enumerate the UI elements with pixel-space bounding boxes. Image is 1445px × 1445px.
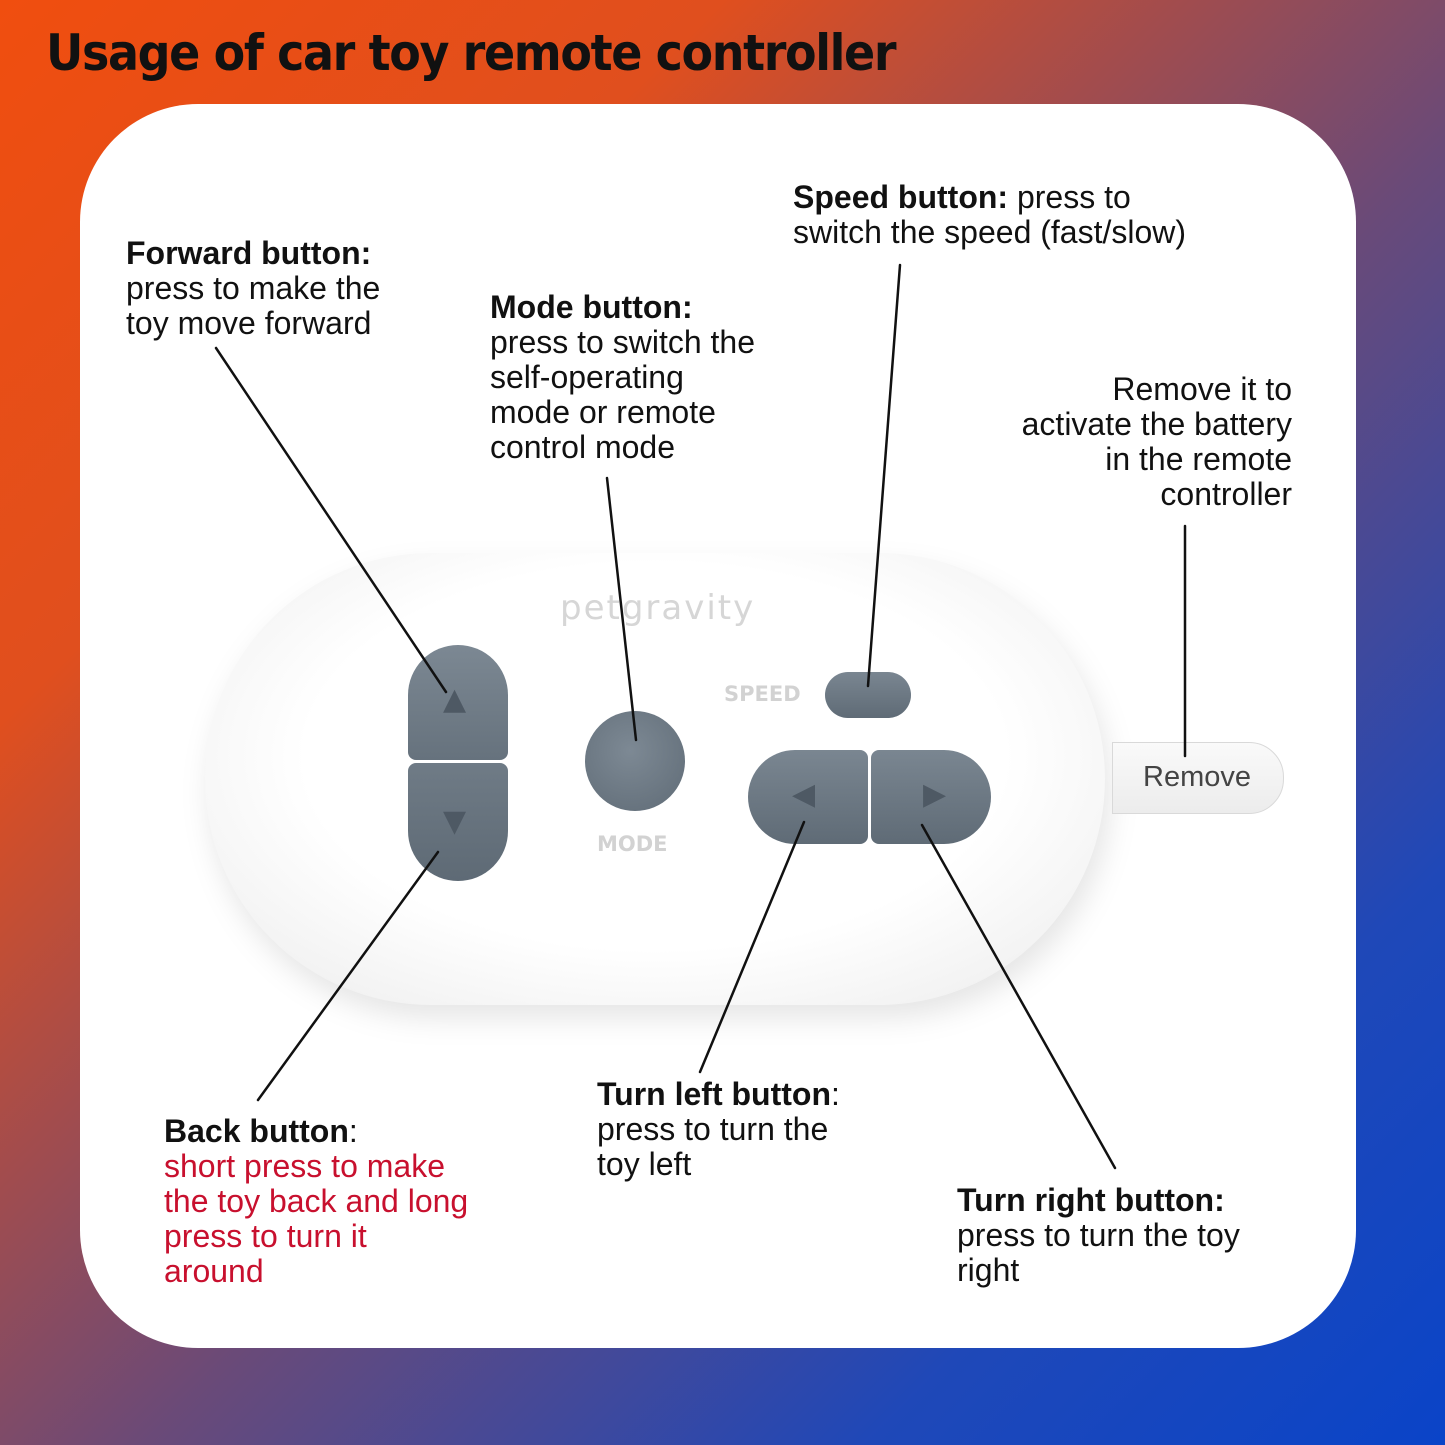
remove-tab[interactable] — [1112, 742, 1284, 814]
mode-leader-line — [605, 476, 638, 742]
turn-right-leader-line — [920, 823, 1117, 1170]
mode-callout-title: Mode button: — [490, 289, 693, 325]
mode-label: MODE — [597, 832, 668, 856]
turn-left-callout: Turn left button: press to turn the toy … — [597, 1077, 840, 1182]
remove-callout-line: activate the battery — [1021, 406, 1292, 442]
brand-logo: petgravity — [560, 588, 756, 628]
remove-callout-line: in the remote — [1105, 441, 1292, 477]
forward-callout-title: Forward button: — [126, 235, 372, 271]
page-title: Usage of car toy remote controller — [46, 24, 897, 82]
remove-callout-line: Remove it to — [1112, 371, 1292, 407]
triangle-right-icon: ▶ — [923, 777, 947, 812]
turn-right-callout: Turn right button: press to turn the toy… — [957, 1183, 1240, 1288]
turn-left-callout-line: press to turn the — [597, 1111, 829, 1147]
back-callout-title: Back button — [164, 1113, 349, 1149]
forward-leader-line — [214, 346, 448, 694]
triangle-down-icon: ▼ — [443, 804, 467, 839]
turn-right-callout-line: right — [957, 1252, 1020, 1288]
turn-left-leader-line — [698, 820, 806, 1074]
back-callout-line: press to turn it — [164, 1218, 367, 1254]
triangle-left-icon: ◀ — [792, 777, 816, 812]
speed-callout-title: Speed button: — [793, 179, 1009, 215]
mode-callout-line: press to switch the — [490, 324, 755, 360]
mode-callout: Mode button: press to switch the self-op… — [490, 290, 755, 465]
speed-label: SPEED — [724, 682, 801, 706]
turn-left-callout-line: toy left — [597, 1146, 692, 1182]
forward-callout-line: press to make the — [126, 270, 381, 306]
speed-callout-line: switch the speed (fast/slow) — [793, 214, 1187, 250]
forward-callout-line: toy move forward — [126, 305, 372, 341]
forward-button[interactable]: ▲ — [408, 645, 508, 760]
remove-callout-line: controller — [1160, 476, 1292, 512]
turn-left-callout-title: Turn left button — [597, 1076, 831, 1112]
speed-callout-text: press to — [1008, 179, 1131, 215]
mode-callout-line: mode or remote — [490, 394, 716, 430]
back-callout: Back button: short press to make the toy… — [164, 1114, 468, 1289]
remove-tab-label: Remove — [1143, 761, 1251, 793]
turn-right-button[interactable]: ▶ — [871, 750, 991, 844]
remove-callout: Remove it to activate the battery in the… — [1022, 372, 1292, 512]
back-button[interactable]: ▼ — [408, 763, 508, 881]
back-callout-line: the toy back and long — [164, 1183, 469, 1219]
back-callout-colon: : — [348, 1113, 358, 1149]
triangle-up-icon: ▲ — [443, 682, 467, 717]
mode-callout-line: self-operating — [490, 359, 684, 395]
back-leader-line — [256, 850, 440, 1102]
speed-callout: Speed button: press to switch the speed … — [793, 180, 1186, 250]
turn-left-callout-colon: : — [831, 1076, 840, 1112]
turn-right-callout-line: press to turn the toy — [957, 1217, 1240, 1253]
mode-callout-line: control mode — [490, 429, 675, 465]
turn-right-callout-title: Turn right button: — [957, 1182, 1225, 1218]
back-callout-line: short press to make — [164, 1148, 445, 1184]
speed-leader-line — [866, 263, 902, 688]
turn-left-button[interactable]: ◀ — [748, 750, 868, 844]
back-callout-line: around — [164, 1253, 264, 1289]
forward-callout: Forward button: press to make the toy mo… — [126, 236, 380, 341]
